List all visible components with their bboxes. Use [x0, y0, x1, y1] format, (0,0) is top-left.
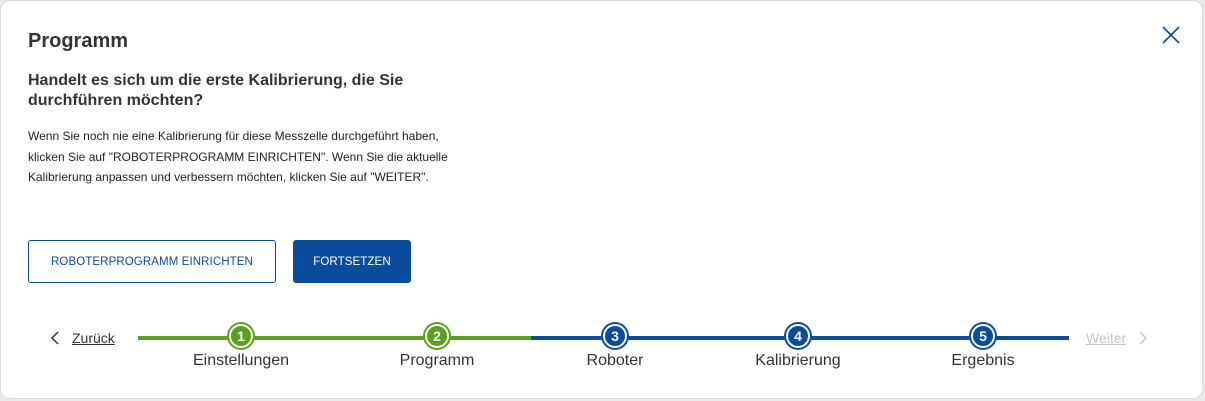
step-1-marker[interactable]: 1 — [229, 324, 253, 348]
chevron-left-icon — [50, 331, 59, 345]
step-5-number: 5 — [979, 328, 987, 344]
dialog-question: Handelt es sich um die erste Kalibrierun… — [28, 72, 404, 109]
step-3-label: Roboter — [586, 352, 644, 369]
close-icon — [1162, 26, 1180, 44]
continue-button[interactable]: FORTSETZEN — [293, 240, 411, 283]
next-label: Weiter — [1086, 330, 1127, 346]
step-4-marker: 4 — [786, 324, 810, 348]
step-2-label: Programm — [399, 352, 475, 369]
step-1-label: Einstellungen — [192, 352, 290, 369]
progress-segment-done — [138, 336, 531, 340]
close-button[interactable] — [1159, 23, 1183, 47]
step-5-label: Ergebnis — [951, 352, 1015, 369]
chevron-right-icon — [1139, 331, 1148, 345]
step-4-number: 4 — [794, 328, 802, 344]
setup-robot-program-button[interactable]: ROBOTERPROGRAMM EINRICHTEN — [28, 240, 276, 283]
step-2-marker[interactable]: 2 — [425, 324, 449, 348]
step-2-number: 2 — [433, 328, 441, 344]
dialog-title: Programm — [28, 30, 129, 52]
next-link[interactable]: Weiter — [1086, 330, 1148, 346]
step-3-number: 3 — [611, 328, 619, 344]
back-label: Zurück — [72, 330, 115, 346]
step-4-label: Kalibrierung — [755, 352, 841, 369]
back-link[interactable]: Zurück — [50, 330, 115, 346]
progress-stepper: Zurück 1 2 3 4 5 Einstellungen Programm … — [1, 319, 1202, 379]
step-5-marker: 5 — [971, 324, 995, 348]
dialog-description: Wenn Sie noch nie eine Kalibrierung für … — [28, 129, 448, 184]
step-3-marker: 3 — [603, 324, 627, 348]
step-1-number: 1 — [237, 328, 245, 344]
